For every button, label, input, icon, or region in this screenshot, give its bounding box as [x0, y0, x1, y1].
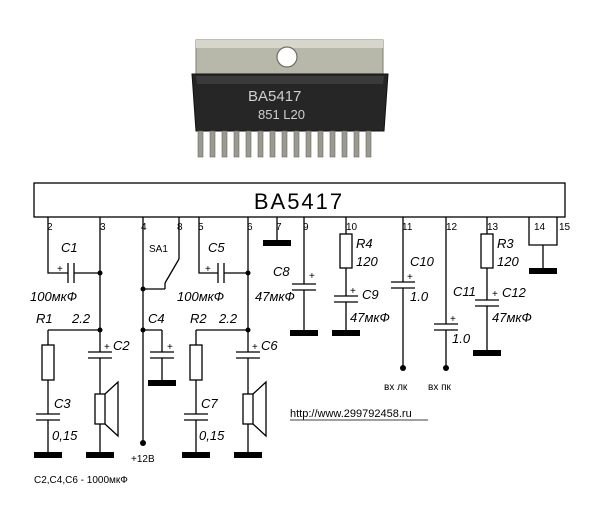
c6-label: C6 — [261, 338, 278, 353]
r1-value: 2.2 — [71, 311, 91, 326]
c2-plus: + — [104, 342, 110, 353]
pin-numbers: 2 3 4 8 5 6 7 9 10 11 12 13 14 15 — [47, 222, 571, 233]
left-channel — [34, 217, 119, 458]
pin-5: 5 — [198, 222, 204, 233]
sa1-label: SA1 — [149, 244, 168, 255]
r3-label: R3 — [497, 236, 514, 251]
c1-label: C1 — [61, 240, 78, 255]
pin-15: 15 — [559, 222, 571, 233]
c2-label: C2 — [113, 338, 130, 353]
c8-label: C8 — [273, 264, 290, 279]
c5-label: C5 — [208, 240, 225, 255]
ic-block-label: BA5417 — [254, 189, 344, 214]
c3-value: 0,15 — [52, 428, 78, 443]
c10-plus: + — [407, 272, 413, 283]
c4-label: C4 — [148, 311, 165, 326]
chip-marking-1: BA5417 — [248, 88, 301, 105]
pin-4: 4 — [141, 222, 147, 233]
c11-plus: + — [450, 314, 456, 325]
input-left-label: вх лк — [384, 382, 408, 393]
pin-9: 9 — [303, 222, 309, 233]
right-pins-section — [263, 217, 558, 371]
input-right-label: вх пк — [428, 382, 452, 393]
capacitor-note: C2,C4,C6 - 1000мкФ — [34, 475, 128, 486]
c1-plus: + — [57, 264, 63, 275]
c8-value: 47мкФ — [255, 289, 295, 304]
pin-8: 8 — [177, 222, 183, 233]
supply-label: +12В — [131, 454, 155, 465]
c8-plus: + — [309, 271, 315, 282]
c10-value: 1.0 — [410, 289, 429, 304]
ic-block — [33, 182, 566, 218]
pin-13: 13 — [487, 222, 499, 233]
c5-plus: + — [205, 264, 211, 275]
r1-label: R1 — [36, 311, 53, 326]
r4-value: 120 — [356, 254, 378, 269]
pin-10: 10 — [346, 222, 358, 233]
c12-value: 47мкФ — [492, 310, 532, 325]
c5-value: 100мкФ — [177, 289, 224, 304]
c12-plus: + — [492, 289, 498, 300]
r3-value: 120 — [497, 254, 519, 269]
c11-value: 1.0 — [452, 331, 471, 346]
component-labels: C1 + 100мкФ R1 2.2 + C2 C3 0,15 SA1 C4 +… — [30, 236, 532, 465]
source-url: http://www.299792458.ru — [290, 408, 412, 420]
c7-label: C7 — [201, 396, 218, 411]
r2-label: R2 — [190, 311, 207, 326]
c1-value: 100мкФ — [30, 289, 77, 304]
pin-3: 3 — [100, 222, 106, 233]
c12-label: C12 — [502, 285, 527, 300]
pin-7: 7 — [276, 222, 282, 233]
c10-label: C10 — [410, 254, 435, 269]
pin-2: 2 — [47, 222, 53, 233]
right-channel — [182, 217, 267, 458]
pin-12: 12 — [446, 222, 458, 233]
pin-6: 6 — [247, 222, 253, 233]
c9-value: 47мкФ — [350, 310, 390, 325]
c9-plus: + — [350, 286, 356, 297]
supply-section — [140, 217, 180, 446]
c4-plus: + — [167, 342, 173, 353]
r4-label: R4 — [356, 236, 373, 251]
c9-label: C9 — [362, 287, 379, 302]
c6-plus: + — [252, 342, 258, 353]
c7-value: 0,15 — [199, 428, 225, 443]
pin-11: 11 — [402, 222, 413, 233]
c3-label: C3 — [54, 396, 71, 411]
pin-14: 14 — [534, 222, 546, 233]
c11-label: C11 — [453, 284, 476, 299]
r2-value: 2.2 — [218, 311, 238, 326]
chip-marking-2: 851 L20 — [258, 107, 305, 122]
ic-package-image: BA5417 851 L20 — [191, 39, 389, 158]
